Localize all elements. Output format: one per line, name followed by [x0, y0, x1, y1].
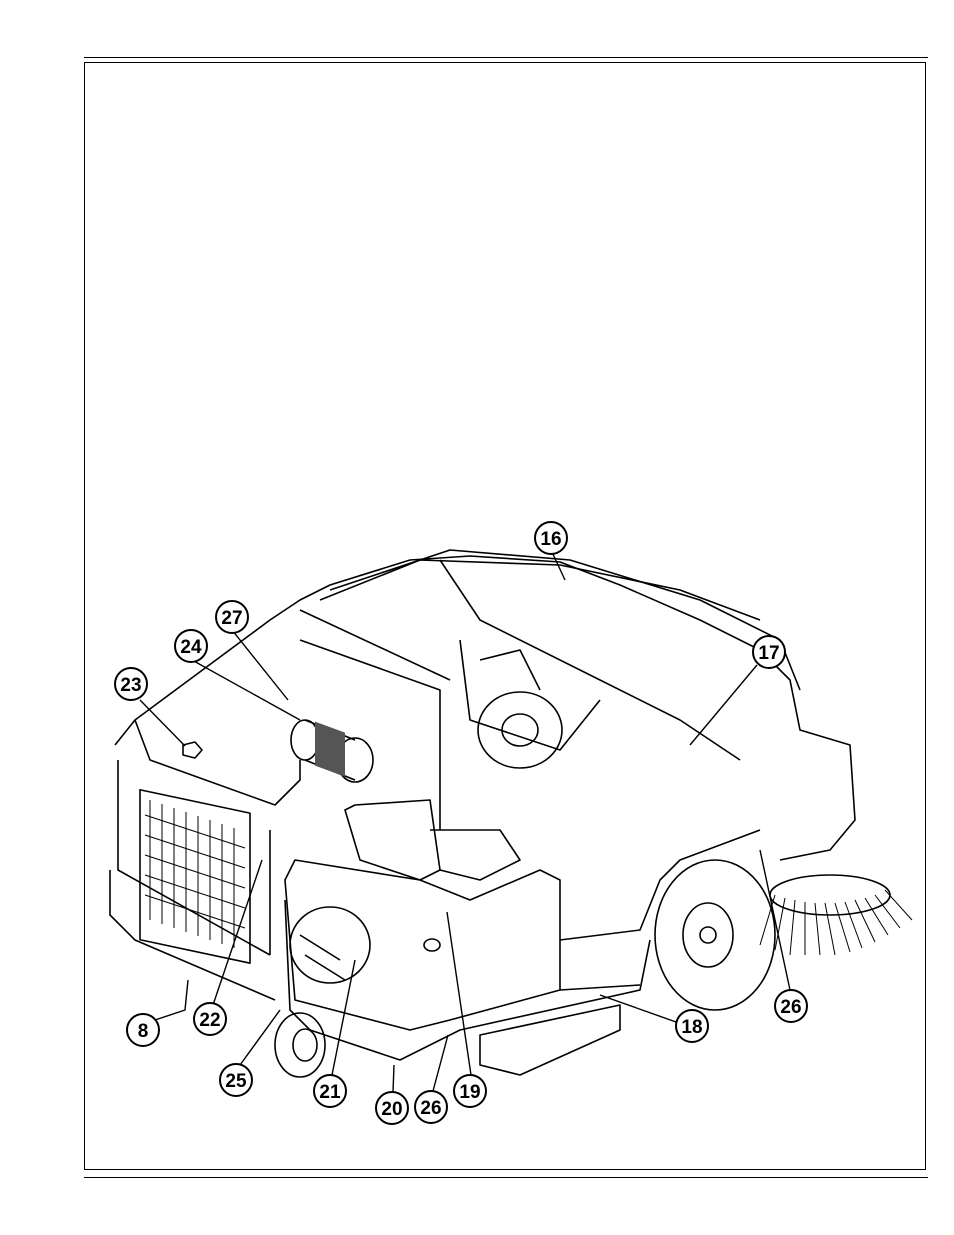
callout-label: 27 [221, 608, 242, 629]
callout-19: 19 [454, 1075, 486, 1107]
callout-22: 22 [194, 1003, 226, 1035]
callout-label: 25 [225, 1071, 247, 1092]
callout-16: 16 [535, 522, 567, 554]
callout-23: 23 [115, 668, 147, 700]
callout-label: 24 [180, 637, 202, 658]
callout-24: 24 [175, 630, 207, 662]
callout-label: 20 [381, 1099, 402, 1120]
callout-label: 26 [420, 1098, 441, 1119]
callout-21: 21 [314, 1075, 346, 1107]
callout-label: 23 [120, 675, 141, 696]
callout-17: 17 [753, 636, 785, 668]
callout-20: 20 [376, 1092, 408, 1124]
callout-label: 17 [758, 643, 779, 664]
callout-18: 18 [676, 1010, 708, 1042]
callout-label: 22 [199, 1010, 220, 1031]
callout-label: 16 [540, 529, 561, 550]
callout-group: 16 17 27 24 23 8 22 25 [115, 522, 807, 1124]
callout-label: 19 [459, 1082, 480, 1103]
callout-26-front: 26 [415, 1091, 447, 1123]
callout-25: 25 [220, 1064, 252, 1096]
callout-27: 27 [216, 601, 248, 633]
callout-label: 18 [681, 1017, 702, 1038]
callout-label: 26 [780, 997, 801, 1018]
callout-label: 8 [138, 1021, 149, 1042]
callout-26-side: 26 [775, 990, 807, 1022]
callout-label: 21 [319, 1082, 341, 1103]
callout-8: 8 [127, 1014, 159, 1046]
